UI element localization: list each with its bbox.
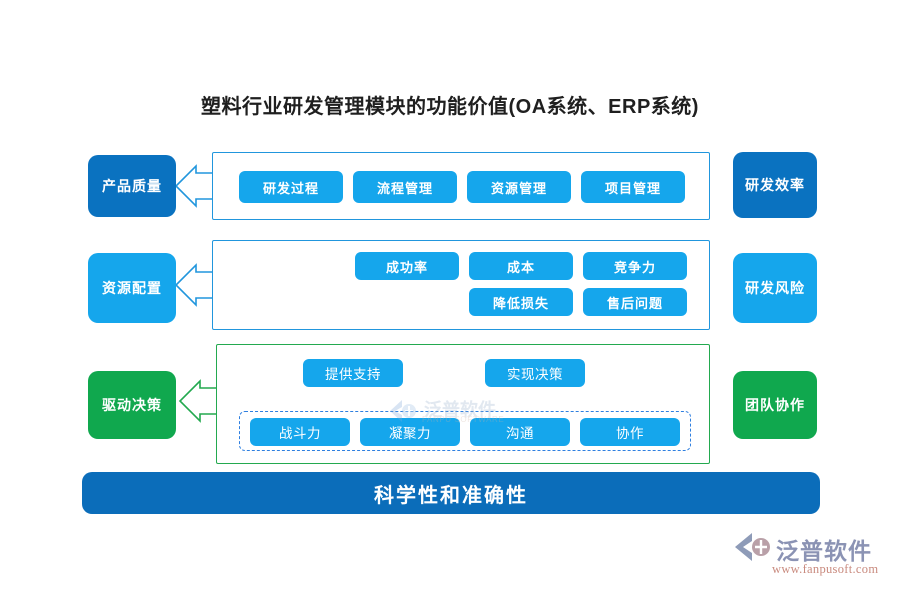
logo-url: www.fanpusoft.com (772, 562, 879, 576)
pill-process-management[interactable]: 流程管理 (353, 171, 457, 203)
pill-cohesion[interactable]: 凝聚力 (360, 418, 460, 446)
watermark-mark-icon (390, 400, 416, 422)
pill-research-process[interactable]: 研发过程 (239, 171, 343, 203)
pill-provide-support[interactable]: 提供支持 (303, 359, 403, 387)
row1-connector (174, 164, 212, 208)
row-label-left-1[interactable]: 产品质量 (88, 155, 176, 217)
brand-logo: 泛普软件 www.fanpusoft.com (732, 530, 882, 588)
pill-competitiveness[interactable]: 竞争力 (583, 252, 687, 280)
pill-success-rate[interactable]: 成功率 (355, 252, 459, 280)
pill-project-management[interactable]: 项目管理 (581, 171, 685, 203)
pill-after-sales-issue[interactable]: 售后问题 (583, 288, 687, 316)
pill-reduce-loss[interactable]: 降低损失 (469, 288, 573, 316)
row2-connector (174, 263, 212, 307)
watermark-name: 泛普软件 (424, 400, 496, 420)
row-label-left-2[interactable]: 资源配置 (88, 253, 176, 323)
pill-cost[interactable]: 成本 (469, 252, 573, 280)
row-label-left-3[interactable]: 驱动决策 (88, 371, 176, 439)
pill-resource-management[interactable]: 资源管理 (467, 171, 571, 203)
pill-communication[interactable]: 沟通 (470, 418, 570, 446)
footer-banner[interactable]: 科学性和准确性 (82, 472, 820, 514)
logo-name: 泛普软件 (776, 538, 872, 564)
support-items-group: 战斗力 凝聚力 沟通 协作 (239, 411, 691, 451)
center-watermark: 泛普软件 FANPU SOFTWARE (388, 396, 558, 430)
row-label-right-2[interactable]: 研发风险 (733, 253, 817, 323)
row-group-2: 成功率 成本 竞争力 降低损失 售后问题 (212, 240, 710, 330)
logo-mark-icon (735, 533, 770, 561)
row-label-right-1[interactable]: 研发效率 (733, 152, 817, 218)
pill-collaboration[interactable]: 协作 (580, 418, 680, 446)
watermark-sub: FANPU SOFTWARE (422, 415, 505, 424)
row-group-3: 提供支持 实现决策 战斗力 凝聚力 沟通 协作 (216, 344, 710, 464)
page-title: 塑料行业研发管理模块的功能价值(OA系统、ERP系统) (201, 96, 699, 118)
pill-realize-decision[interactable]: 实现决策 (485, 359, 585, 387)
pill-fighting-power[interactable]: 战斗力 (250, 418, 350, 446)
row-label-right-3[interactable]: 团队协作 (733, 371, 817, 439)
row-group-1: 研发过程 流程管理 资源管理 项目管理 (212, 152, 710, 220)
row3-connector (178, 379, 216, 423)
